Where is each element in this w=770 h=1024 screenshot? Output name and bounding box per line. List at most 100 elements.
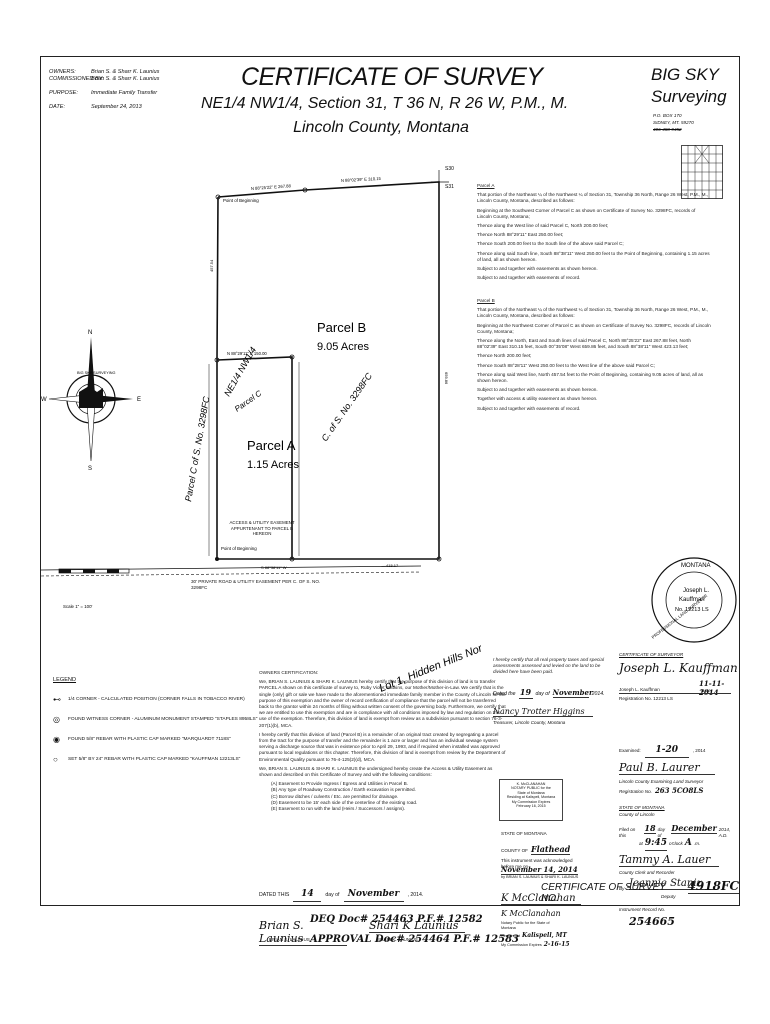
filed-oclock: o'clock	[668, 841, 683, 846]
cos-number-label: CERTIFICATE OF SURVEY NO.	[541, 882, 666, 904]
treasurer-dated-line: Dated the 19 day of November 2014.	[493, 687, 605, 699]
owner-signature-1: Brian S. Launius	[259, 919, 347, 946]
owners-cert-para3: We, BRIAN S. LAUNIUS & SHARI K. LAUNIUS …	[259, 765, 493, 778]
section-grid-diagram	[681, 145, 723, 199]
treasurer-dated-label: Dated the	[493, 691, 516, 697]
bearing-parcel-a-top: N 88°29'11" E 150.00	[227, 351, 267, 356]
dated-prefix: DATED THIS	[259, 892, 290, 898]
dated-day: 14	[293, 889, 322, 902]
section-31-label: S31	[445, 184, 454, 190]
company-address-1: P.O. BOX 170	[653, 113, 682, 118]
filed-month: December	[671, 823, 717, 835]
treasurer-cert-text: I hereby certify that all real property …	[493, 657, 604, 675]
parcel-b-desc-line: Thence along said West line, North 457.5…	[477, 371, 704, 384]
treasurer-signature: Nancy Trotter Higgins	[493, 707, 593, 717]
set-rebar-icon: ○	[53, 755, 58, 764]
clerk-caption: County Clerk and Recorder	[619, 870, 675, 875]
legend: LEGEND ⊷ 1/4 CORNER - CALCULATED POSITIO…	[53, 677, 273, 775]
parcel-a-area: 1.15 Acres	[247, 459, 299, 471]
owner-name-2: SHARI K. LAUNIUS	[377, 937, 418, 942]
owners-dated-line: DATED THIS 14 day of November , 2014.	[259, 889, 423, 902]
legend-item-text: FOUND WITNESS CORNER - ALUMINUM MONUMENT…	[68, 717, 258, 722]
company-phone: 406-488-9452	[653, 127, 682, 132]
seal-name-1: Joseph L.	[683, 588, 709, 594]
compass-south: S	[88, 466, 92, 472]
bearing-bottom: S 88°38'11" W	[261, 565, 287, 570]
notary-county-line: COUNTY OF Flathead	[501, 844, 571, 856]
surveyor-name: Joseph L. Kauffman	[619, 687, 731, 694]
legend-item-text: 1/4 CORNER - CALCULATED POSITION (CORNER…	[68, 697, 245, 702]
witness-corner-icon: ◎	[53, 715, 60, 724]
examiner-title: Lincoln County Examining Land Surveyor	[619, 779, 704, 784]
east-dimension: 659.86	[444, 372, 449, 385]
company-address-2: SIDNEY, MT. 59270	[653, 120, 694, 125]
owner-name-1: BRIAN S. LAUNIUS	[269, 937, 310, 942]
filed-at-label: at	[639, 841, 643, 846]
owners-cert-para1: We, BRIAN S. LAUNIUS & SHARI K. LAUNIUS …	[259, 679, 506, 728]
parcel-a-desc-title: Parcel A	[477, 183, 495, 188]
legend-item: ◎ FOUND WITNESS CORNER - ALUMINUM MONUME…	[53, 715, 273, 724]
filed-m: .m.	[693, 841, 701, 846]
filed-label: Filed on this	[619, 827, 636, 838]
filed-time: 9:45	[644, 838, 667, 851]
section-30-label: S30	[445, 166, 454, 172]
cos-number-value: 4918FC	[687, 879, 739, 894]
deq-line: DEQ Doc# 254463 P.F.# 12582	[310, 914, 483, 925]
compass-text: BIG SKY SURVEYING	[77, 371, 116, 375]
filed-mid: day of	[657, 827, 666, 838]
purpose-label: PURPOSE:	[49, 90, 78, 96]
notary-residing-line: Residing at Kalispell, MT	[501, 932, 567, 940]
notary-line-1: Notary Public for the State of Montana	[501, 921, 550, 930]
seal-state: MONTANA	[681, 563, 711, 569]
legend-item: ⊷ 1/4 CORNER - CALCULATED POSITION (CORN…	[53, 695, 273, 704]
notary-seal: K. McCLANAHAN NOTARY PUBLIC for the Stat…	[499, 779, 563, 821]
notary-seal-line: February 16, 2015	[516, 804, 546, 809]
private-road-label: 30' PRIVATE ROAD & UTILITY EASEMENT PER …	[191, 579, 320, 590]
company-name-line2: Surveying	[651, 87, 727, 106]
county-title: Lincoln County, Montana	[293, 119, 469, 136]
compass-east: E	[137, 397, 141, 403]
date-value: September 24, 2013	[91, 104, 142, 110]
treasurer-dated-mid: day of	[535, 691, 550, 697]
surveyor-signature: Joseph L. Kauffman	[619, 661, 738, 675]
notary-expires-line: My Commission Expires 2-16-15	[501, 941, 570, 949]
filed-day: 18	[644, 823, 656, 835]
notary-seal-line: State of Montana	[517, 790, 545, 795]
survey-sheet: OWNERS: Brian S. & Sharr K. Launius COMM…	[40, 56, 740, 948]
legend-item: ◉ FOUND 5/8" REBAR WITH PLASTIC CAP MARK…	[53, 735, 273, 744]
legend-item-text: SET 5/8" BY 24" REBAR WITH PLASTIC CAP M…	[68, 757, 241, 762]
notary-ack-text: This instrument was acknowledged before …	[501, 858, 573, 869]
parcel-b-area: 9.05 Acres	[317, 341, 369, 353]
treasurer-dated-month: November	[552, 688, 593, 699]
parcel-a-desc-line: Thence North 88°29'11" East 250.00 feet;	[477, 232, 564, 238]
parcel-a-desc-line: Thence along the West line of said Parce…	[477, 223, 609, 229]
scale-label: Scale 1" = 100'	[63, 604, 93, 609]
west-parcel-annotation: Parcel C of S. No. 3298FC	[183, 395, 211, 502]
parcel-a-desc-line: Subject to and together with easements o…	[477, 275, 581, 281]
parcel-a-desc-line: Thence South 200.00 feet to the South li…	[477, 241, 624, 247]
parcel-a-desc-line: That portion of the Northeast ¼ of the N…	[477, 192, 709, 204]
document-subtitle: NE1/4 NW1/4, Section 31, T 36 N, R 26 W,…	[201, 95, 569, 112]
approval-line: APPROVAL Doc# 254464 P.F.# 12583	[310, 934, 519, 945]
parcel-a-label: Parcel A	[247, 438, 296, 453]
easement-condition: (A) Easement to Provide Ingress / Egress…	[271, 781, 409, 787]
purpose-value: Immediate Family Transfer	[91, 90, 158, 96]
cos-annotation: C. of S. No. 3298FC	[319, 371, 374, 444]
owners-certification: OWNERS CERTIFICATION: We, BRIAN S. LAUNI…	[259, 670, 507, 812]
notary-signature: K McClanahan	[501, 893, 581, 905]
notary-seal-line: K. McCLANAHAN	[516, 782, 546, 786]
notary-expires-label: My Commission Expires	[501, 943, 542, 947]
notary-printed-name: K McClanahan	[501, 909, 561, 918]
dated-mid: day of	[325, 892, 340, 898]
notary-ack-date: November 14, 2014	[501, 865, 578, 875]
parcel-b-desc-line: Thence along the North, East and South l…	[477, 338, 691, 350]
surveyor-seal: MONTANA Joseph L. Kauffman No. 12213 LS …	[651, 557, 737, 643]
legend-item-text: FOUND 5/8" REBAR WITH PLASTIC CAP MARKED…	[68, 737, 231, 742]
filed-time-line: at 9:45 o'clock A .m.	[639, 838, 700, 851]
notary-expires-value: 2-16-15	[543, 941, 570, 948]
owners-value: Brian S. & Sharr K. Launius	[91, 69, 160, 75]
notary-seal-line: My Commission Expires	[511, 799, 551, 804]
examiner-reg-value: 263 5CO8LS	[654, 786, 704, 795]
examiner-reg-label: Registration No.	[619, 789, 652, 794]
treasurer-dated-day: 19	[518, 687, 533, 699]
